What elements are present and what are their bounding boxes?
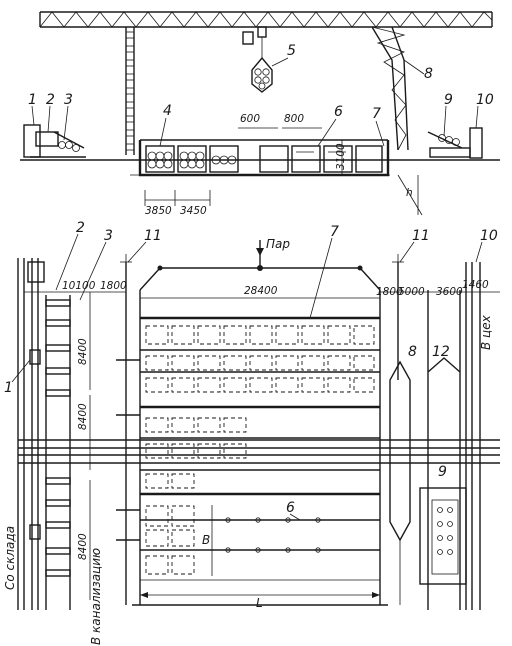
to-sewer-label: В канализацию bbox=[89, 548, 103, 645]
dim-3850: 3850 bbox=[145, 205, 172, 217]
dim-1800-left: 1800 bbox=[100, 280, 127, 292]
dim-8400-top: 8400 bbox=[77, 338, 89, 365]
steam-label: Пар bbox=[266, 237, 290, 251]
dim-5000: 5000 bbox=[398, 286, 425, 298]
plan-callout-9: 9 bbox=[438, 464, 447, 480]
chamber-row-1 bbox=[140, 325, 380, 393]
callout-6: 6 bbox=[334, 104, 343, 120]
chamber-row-3 bbox=[140, 505, 380, 575]
dim-8400-bottom: 8400 bbox=[77, 533, 89, 560]
to-workshop-label: В цех bbox=[479, 314, 493, 350]
chamber-frame bbox=[132, 267, 388, 606]
callout-5: 5 bbox=[287, 43, 296, 59]
plan-callout-8: 8 bbox=[408, 344, 417, 360]
crane-left-leg bbox=[125, 27, 135, 155]
hoist-trolley bbox=[242, 26, 273, 93]
dim-3600: 3600 bbox=[436, 286, 463, 298]
plan-callout-6: 6 bbox=[286, 500, 295, 516]
plan-callout-10: 10 bbox=[480, 228, 498, 244]
plan-callout-1: 1 bbox=[4, 380, 13, 396]
callout-8: 8 bbox=[424, 66, 433, 82]
plan-callout-2: 2 bbox=[76, 220, 85, 236]
left-crane-tracks bbox=[17, 258, 45, 610]
plan-callout-11-right: 11 bbox=[412, 228, 430, 244]
dim-800: 800 bbox=[284, 113, 304, 125]
plan-callout-12: 12 bbox=[432, 344, 450, 360]
plan-callout-3: 3 bbox=[104, 228, 113, 244]
callout-4: 4 bbox=[163, 103, 172, 119]
dim-10100: 10100 bbox=[62, 280, 96, 292]
from-warehouse-label: Со склада bbox=[3, 526, 17, 590]
crane-right-leg bbox=[371, 26, 409, 151]
dim-b: B bbox=[202, 533, 210, 547]
callout-1: 1 bbox=[28, 92, 37, 108]
right-steam-pipe bbox=[392, 254, 404, 380]
plan-view: 10100 1800 28400 1800 5000 3600 1460 840… bbox=[3, 220, 500, 645]
callout-10: 10 bbox=[476, 92, 494, 108]
chamber-row-2 bbox=[140, 417, 380, 489]
machine-box bbox=[419, 487, 467, 585]
dim-8400-mid: 8400 bbox=[77, 403, 89, 430]
callout-9: 9 bbox=[444, 92, 453, 108]
dim-600: 600 bbox=[240, 113, 260, 125]
left-steam-pipe bbox=[116, 254, 140, 605]
elevation-view: 600 800 3100 3850 3450 h 1 2 3 4 5 6 7 8… bbox=[20, 11, 500, 217]
steaming-pit-section bbox=[138, 139, 390, 177]
dim-3450: 3450 bbox=[180, 205, 207, 217]
dim-h: h bbox=[406, 187, 413, 199]
steam-arrow-icon bbox=[256, 248, 264, 256]
dim-1800-right: 1800 bbox=[376, 286, 403, 298]
dim-3100: 3100 bbox=[335, 143, 347, 170]
left-rack bbox=[45, 295, 71, 610]
callout-7: 7 bbox=[372, 106, 381, 122]
plan-callout-11-left: 11 bbox=[144, 228, 162, 244]
elevation-dimensions bbox=[144, 127, 423, 216]
plan-callout-7: 7 bbox=[330, 224, 339, 240]
crane-transverse-rail bbox=[18, 439, 500, 464]
right-conveyor-machine bbox=[427, 127, 483, 159]
callout-2: 2 bbox=[46, 92, 55, 108]
dim-l: L bbox=[256, 596, 263, 610]
dim-1460: 1460 bbox=[462, 279, 489, 291]
left-conveyor-machine bbox=[23, 124, 86, 158]
dim-28400: 28400 bbox=[244, 285, 278, 297]
gantry-crane-girder bbox=[39, 11, 493, 28]
callout-3: 3 bbox=[64, 92, 73, 108]
right-tracks bbox=[427, 262, 481, 610]
steam-vessel bbox=[389, 360, 411, 605]
